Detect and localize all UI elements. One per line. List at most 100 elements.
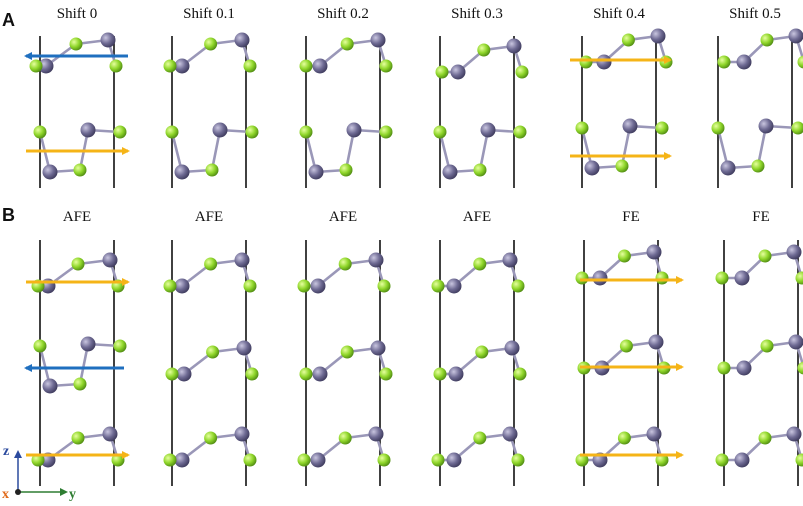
axis-x-label: x [2, 487, 9, 502]
b4-layer1-metal-atom-3 [592, 270, 608, 286]
a3-bottom-chalcogen-atom-2 [513, 125, 527, 139]
b3-layer2-metal-atom-3 [448, 366, 464, 382]
b2-layer3-metal-atom-3 [310, 452, 326, 468]
b0-layer2-chalcogen-atom-0 [33, 339, 47, 353]
b3-layer1-chalcogen-atom-2 [511, 279, 525, 293]
a5-bottom-chalcogen-atom-2 [791, 121, 803, 135]
b5-layer2-metal-atom-1 [788, 334, 803, 350]
a1-bottom-metal-atom-1 [212, 122, 228, 138]
title-a-3: Shift 0.2 [317, 6, 369, 22]
b1-layer3-chalcogen-atom-0 [204, 431, 218, 445]
b3-layer1-chalcogen-atom-4 [431, 279, 445, 293]
title-b-2: AFE [194, 209, 224, 225]
b4-layer1-chalcogen-atom-4 [575, 271, 589, 285]
b0-layer2-metal-atom-1 [80, 336, 96, 352]
a0-top-metal-atom-1 [100, 32, 116, 48]
b4-layer3-chalcogen-atom-0 [617, 431, 631, 445]
b4-layer2-metal-atom-1 [648, 334, 664, 350]
a0-bottom-metal-atom-1 [80, 122, 96, 138]
axis-y-label: y [69, 487, 76, 502]
b0-layer1-chalcogen-atom-0 [71, 257, 85, 271]
b1-layer2-chalcogen-atom-0 [206, 345, 220, 359]
b3-layer1-metal-atom-3 [446, 278, 462, 294]
b5-layer3-metal-atom-3 [734, 452, 750, 468]
title-b-3: AFE [328, 209, 358, 225]
a2-top-chalcogen-atom-4 [299, 59, 313, 73]
a0-bottom-chalcogen-atom-0 [33, 125, 47, 139]
a2-bottom-metal-atom-3 [308, 164, 324, 180]
a1-bottom-chalcogen-atom-2 [245, 125, 259, 139]
b3-layer3-chalcogen-atom-0 [473, 431, 487, 445]
axis-y-arrowhead [60, 488, 68, 496]
b2-layer1-metal-atom-1 [368, 252, 384, 268]
b0-layer3-metal-atom-1 [102, 426, 118, 442]
a0-bottom-chalcogen-atom-2 [113, 125, 127, 139]
b3-layer1-chalcogen-atom-0 [473, 257, 487, 271]
b1-layer1-chalcogen-atom-0 [204, 257, 218, 271]
b2-layer3-chalcogen-atom-0 [338, 431, 352, 445]
b2-layer1-metal-atom-3 [310, 278, 326, 294]
b4-layer3-chalcogen-atom-2 [655, 453, 669, 467]
a4-bottom-chalcogen-atom-4 [615, 159, 629, 173]
b5-layer3-chalcogen-atom-2 [795, 453, 803, 467]
b5-layer1-chalcogen-atom-0 [758, 249, 772, 263]
b0-layer3-chalcogen-atom-0 [71, 431, 85, 445]
b1-layer2-metal-atom-1 [236, 340, 252, 356]
a1-top-chalcogen-atom-0 [204, 37, 218, 51]
a5-top-chalcogen-atom-0 [760, 33, 774, 47]
b0-layer3-chalcogen-atom-4 [31, 453, 45, 467]
a5-bottom-metal-atom-1 [758, 118, 774, 134]
a1-bottom-chalcogen-atom-0 [165, 125, 179, 139]
title-b-4: AFE [462, 209, 492, 225]
a4-bottom-metal-atom-1 [622, 118, 638, 134]
axis-z-arrowhead [14, 450, 22, 458]
b2-layer3-chalcogen-atom-2 [377, 453, 391, 467]
title-b-6: FE [752, 209, 770, 225]
title-a-5: Shift 0.4 [593, 6, 645, 22]
b5-layer3-chalcogen-atom-0 [758, 431, 772, 445]
a2-bottom-metal-atom-1 [346, 122, 362, 138]
a4-top-chalcogen-atom-4 [579, 55, 593, 69]
b5-layer1-chalcogen-atom-4 [715, 271, 729, 285]
b3-layer1-metal-atom-1 [502, 252, 518, 268]
b2-layer2-metal-atom-1 [370, 340, 386, 356]
a0-top-chalcogen-atom-2 [109, 59, 123, 73]
b1-layer3-chalcogen-atom-4 [163, 453, 177, 467]
b5-layer1-metal-atom-3 [734, 270, 750, 286]
a0-top-chalcogen-atom-0 [69, 37, 83, 51]
b2-layer3-metal-atom-1 [368, 426, 384, 442]
b1-layer3-chalcogen-atom-2 [243, 453, 257, 467]
b4-layer1-chalcogen-atom-0 [617, 249, 631, 263]
a1-bottom-metal-atom-3 [174, 164, 190, 180]
title-a-1: Shift 0 [56, 6, 98, 22]
title-b-1: AFE [62, 209, 92, 225]
a5-bottom-metal-atom-3 [720, 160, 736, 176]
panel-letter-a: A [2, 10, 15, 30]
b5-layer1-chalcogen-atom-2 [795, 271, 803, 285]
title-a-2: Shift 0.1 [183, 6, 235, 22]
b3-layer3-chalcogen-atom-4 [431, 453, 445, 467]
b2-layer2-chalcogen-atom-4 [299, 367, 313, 381]
a0-top-chalcogen-atom-4 [29, 59, 43, 73]
a2-top-metal-atom-3 [312, 58, 328, 74]
a5-top-chalcogen-atom-4 [717, 55, 731, 69]
a2-bottom-chalcogen-atom-2 [379, 125, 393, 139]
a3-top-metal-atom-1 [506, 38, 522, 54]
a5-top-chalcogen-atom-2 [797, 55, 803, 69]
b1-layer3-metal-atom-1 [234, 426, 250, 442]
b4-layer1-chalcogen-atom-2 [655, 271, 669, 285]
a1-top-chalcogen-atom-4 [163, 59, 177, 73]
a2-top-chalcogen-atom-0 [340, 37, 354, 51]
a4-top-metal-atom-1 [650, 28, 666, 44]
b4-layer3-chalcogen-atom-4 [575, 453, 589, 467]
b2-layer1-chalcogen-atom-4 [297, 279, 311, 293]
a1-top-chalcogen-atom-2 [243, 59, 257, 73]
a1-bottom-chalcogen-atom-4 [205, 163, 219, 177]
a0-bottom-chalcogen-atom-4 [73, 163, 87, 177]
b3-layer2-chalcogen-atom-2 [513, 367, 527, 381]
a3-bottom-chalcogen-atom-4 [473, 163, 487, 177]
b1-layer2-chalcogen-atom-2 [245, 367, 259, 381]
b1-layer1-metal-atom-1 [234, 252, 250, 268]
b2-layer1-chalcogen-atom-0 [338, 257, 352, 271]
